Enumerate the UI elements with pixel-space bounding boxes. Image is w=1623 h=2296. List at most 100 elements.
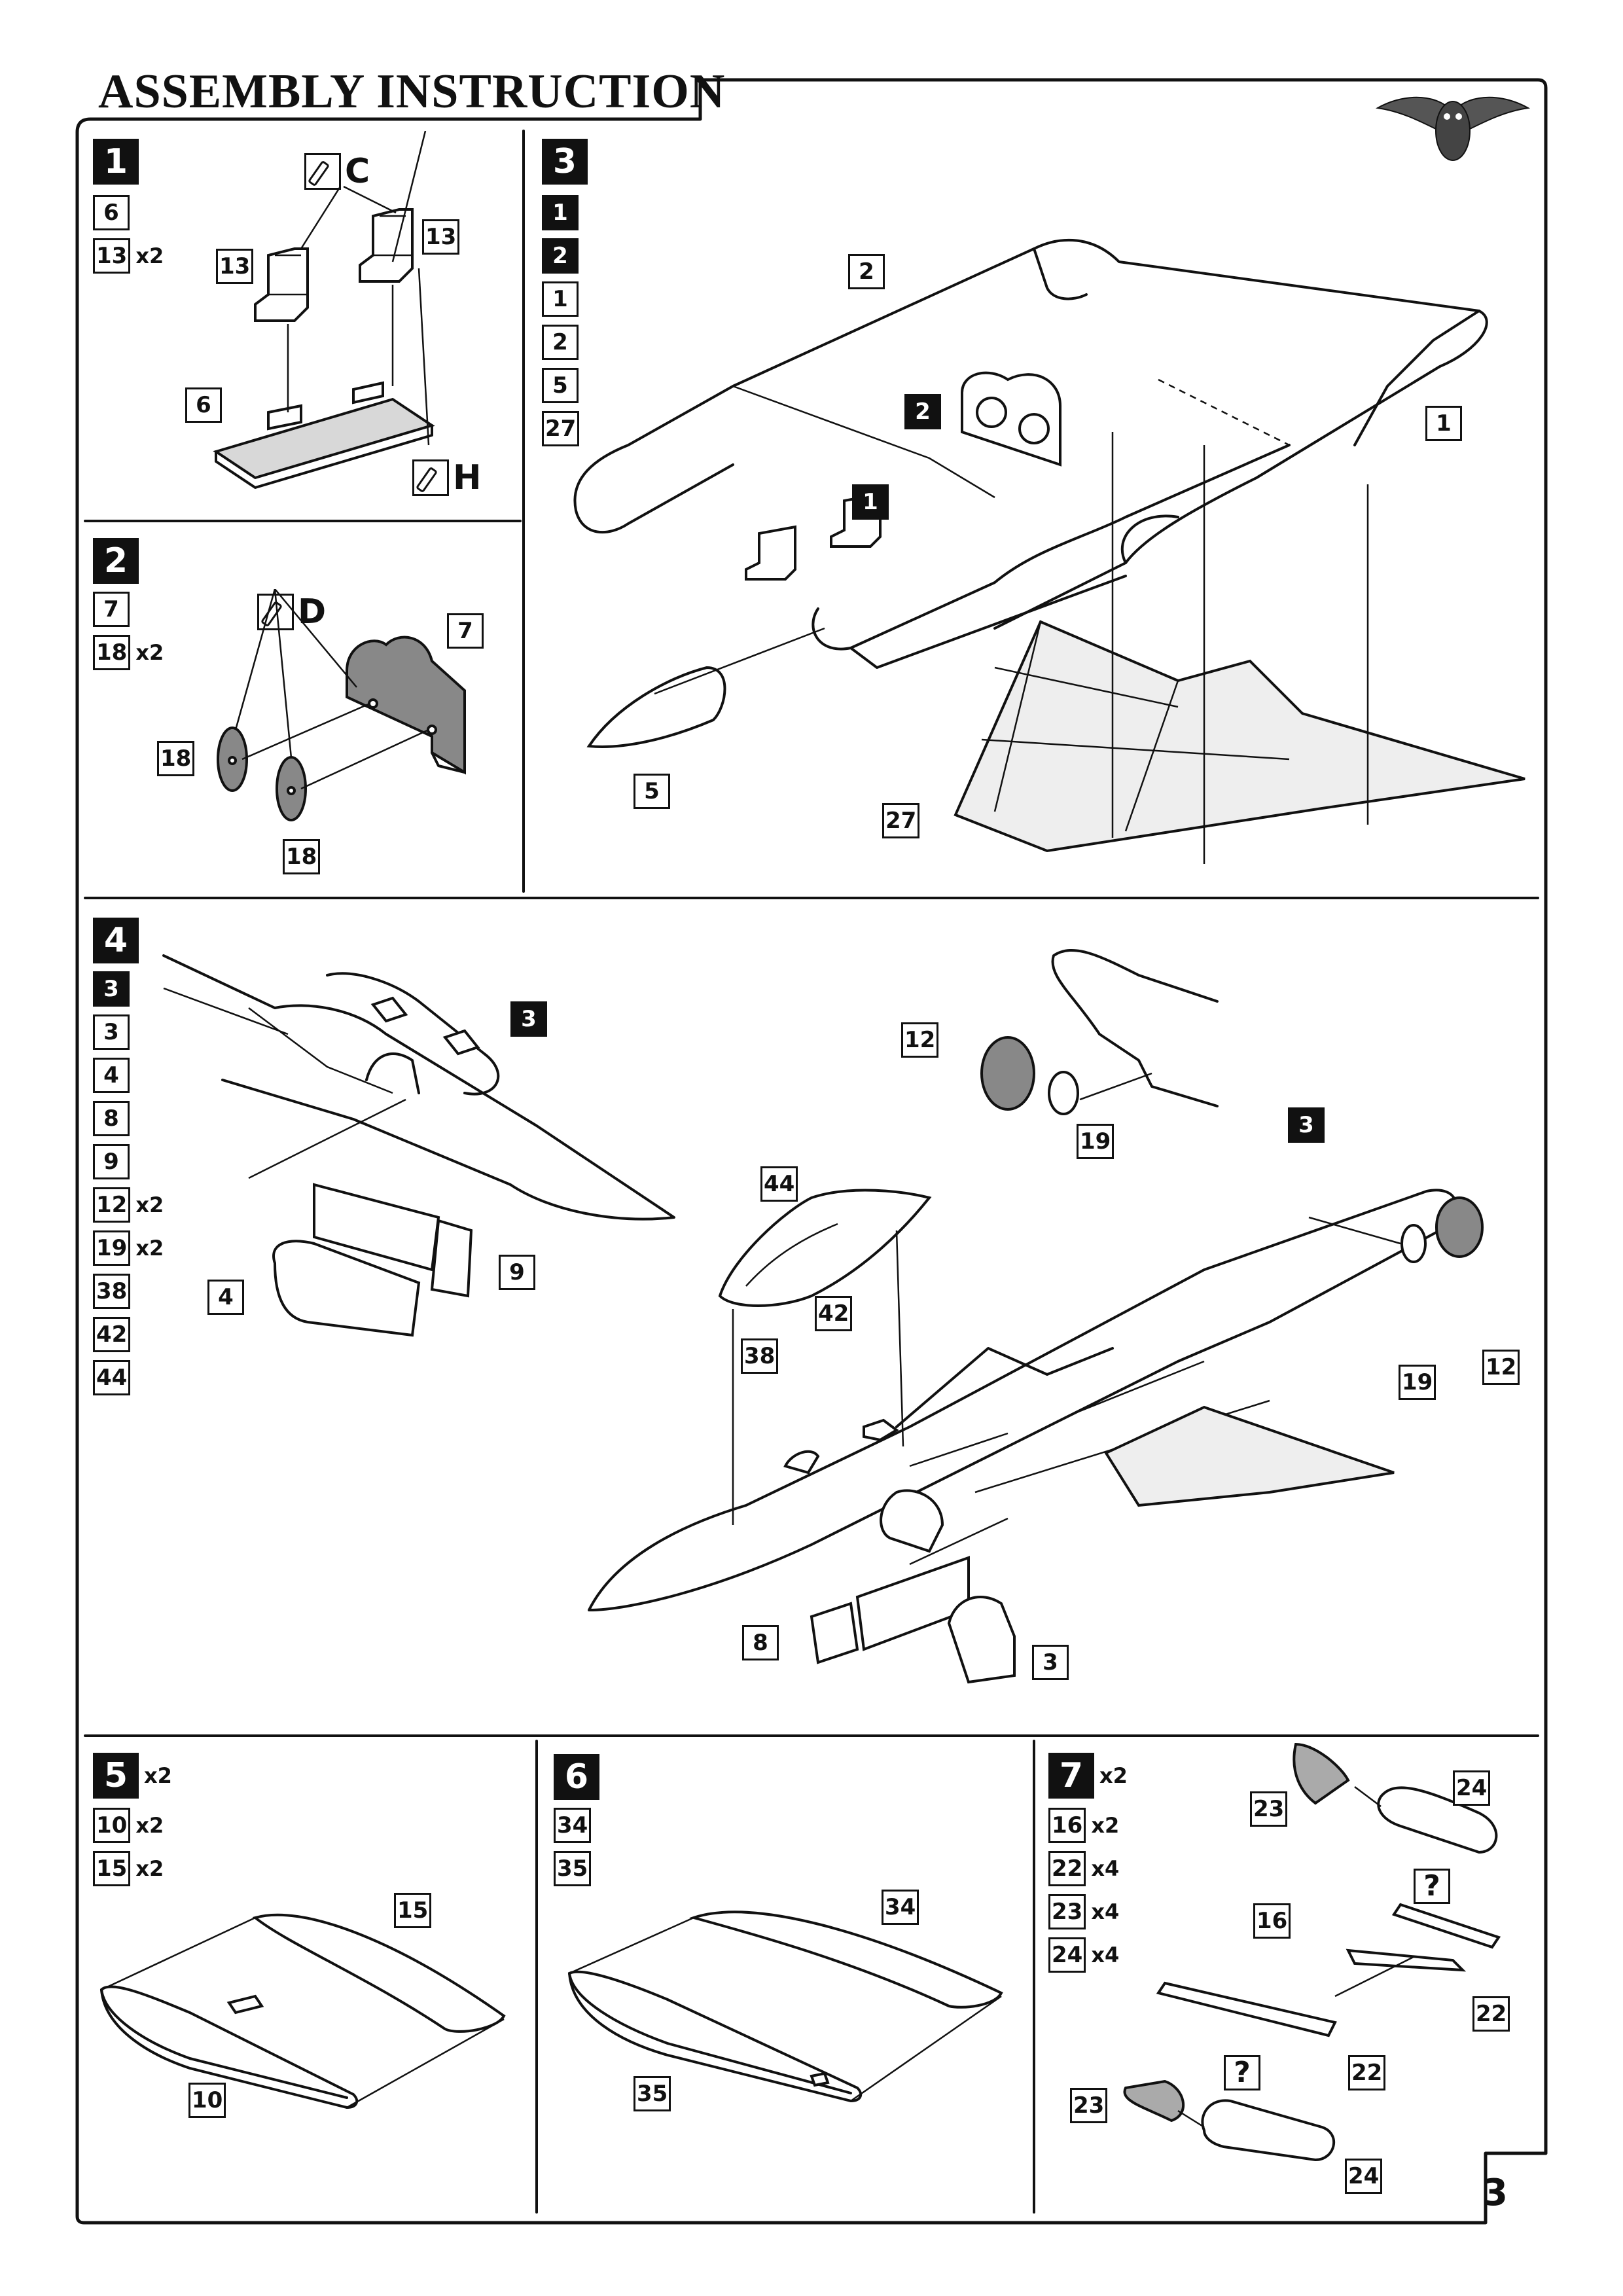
part-number: 34	[554, 1808, 592, 1843]
parts-row: 34	[554, 1804, 592, 1847]
part-qty: x2	[1091, 1813, 1120, 1838]
step-5-header: 5 x2	[93, 1753, 172, 1799]
part-callout: 34	[882, 1890, 919, 1925]
part-callout: 8	[742, 1625, 779, 1660]
part-callout: 2	[848, 254, 885, 289]
parts-row: 4	[93, 1054, 164, 1097]
subassembly-row: 1	[542, 191, 579, 234]
subassembly-callout: 3	[1288, 1107, 1325, 1143]
part-number: 18	[93, 635, 131, 670]
part-number: 9	[93, 1144, 130, 1179]
part-number: 27	[542, 411, 580, 446]
part-callout: 12	[1482, 1350, 1520, 1385]
part-callout: 27	[882, 803, 920, 838]
part-callout: 24	[1345, 2159, 1383, 2194]
part-qty: x2	[135, 1813, 164, 1838]
paint-code: D	[298, 592, 327, 632]
part-number: 24	[1048, 1937, 1086, 1973]
part-number: 42	[93, 1317, 131, 1352]
step-5-number: 5	[93, 1753, 139, 1799]
part-callout: 1	[1425, 406, 1462, 441]
brush-icon	[412, 459, 449, 496]
subassembly-callout: 3	[510, 1001, 547, 1037]
page-title: ASSEMBLY INSTRUCTION	[98, 65, 726, 118]
step-1-drawing	[213, 131, 435, 489]
subassembly-number: 3	[93, 971, 130, 1007]
part-qty: x2	[135, 640, 164, 665]
part-number: 19	[93, 1230, 131, 1266]
step-7-number: 7	[1048, 1753, 1094, 1799]
brush-icon	[304, 153, 341, 190]
step-5-drawing	[99, 1913, 506, 2109]
parts-row: 44	[93, 1356, 164, 1399]
step-2-number: 2	[93, 538, 139, 584]
part-number: 3	[93, 1014, 130, 1050]
paint-callout-h: H	[412, 458, 482, 497]
paint-code: C	[345, 152, 370, 191]
parts-row: 42	[93, 1313, 164, 1356]
part-number: 8	[93, 1101, 130, 1136]
step-2-drawing	[217, 589, 466, 821]
part-number: 10	[93, 1808, 131, 1843]
parts-row: 7	[93, 588, 164, 631]
step-4-number: 4	[93, 918, 139, 963]
step-6-parts-list: 34 35	[554, 1804, 592, 1890]
part-callout: 13	[422, 219, 460, 255]
parts-row: 38	[93, 1270, 164, 1313]
subassembly-row: 3	[93, 967, 164, 1011]
part-callout: 24	[1453, 1770, 1491, 1806]
step-6-drawing	[567, 1910, 1003, 2103]
step-7-drawing	[1123, 1742, 1501, 2162]
part-callout: 12	[901, 1022, 939, 1058]
brush-icon	[257, 594, 294, 630]
part-number: 5	[542, 368, 579, 403]
part-number: 2	[542, 325, 579, 360]
step-qty: x2	[1099, 1763, 1128, 1788]
part-qty: x2	[135, 1193, 164, 1217]
part-callout: 19	[1077, 1124, 1115, 1159]
parts-row: 3	[93, 1011, 164, 1054]
step-6-number: 6	[554, 1754, 599, 1800]
part-callout: 22	[1472, 1996, 1510, 2032]
part-callout: 7	[447, 613, 484, 649]
part-callout: 6	[185, 387, 222, 423]
question-icon: ?	[1414, 1869, 1450, 1904]
page-number: 3	[1482, 2172, 1508, 2214]
part-number: 44	[93, 1360, 131, 1395]
part-qty: x4	[1091, 1943, 1120, 1967]
part-qty: x2	[135, 1236, 164, 1261]
subassembly-row: 2	[542, 234, 579, 278]
part-callout: 13	[216, 249, 254, 284]
part-number: 23	[1048, 1894, 1086, 1929]
parts-row: 8	[93, 1097, 164, 1140]
paint-callout-c: C	[304, 152, 370, 191]
part-callout: 16	[1253, 1903, 1291, 1939]
paint-code: H	[453, 458, 482, 497]
part-callout: 18	[157, 741, 195, 776]
part-number: 4	[93, 1058, 130, 1093]
part-number: 35	[554, 1851, 592, 1886]
step-qty: x2	[144, 1763, 172, 1788]
subassembly-callout: 2	[904, 394, 941, 429]
part-callout: 23	[1250, 1791, 1288, 1827]
parts-row: 9	[93, 1140, 164, 1183]
part-callout: 44	[760, 1166, 798, 1202]
part-callout: 38	[741, 1338, 779, 1374]
step-1-number: 1	[93, 139, 139, 185]
part-number: 12	[93, 1187, 131, 1223]
part-number: 1	[542, 281, 579, 317]
